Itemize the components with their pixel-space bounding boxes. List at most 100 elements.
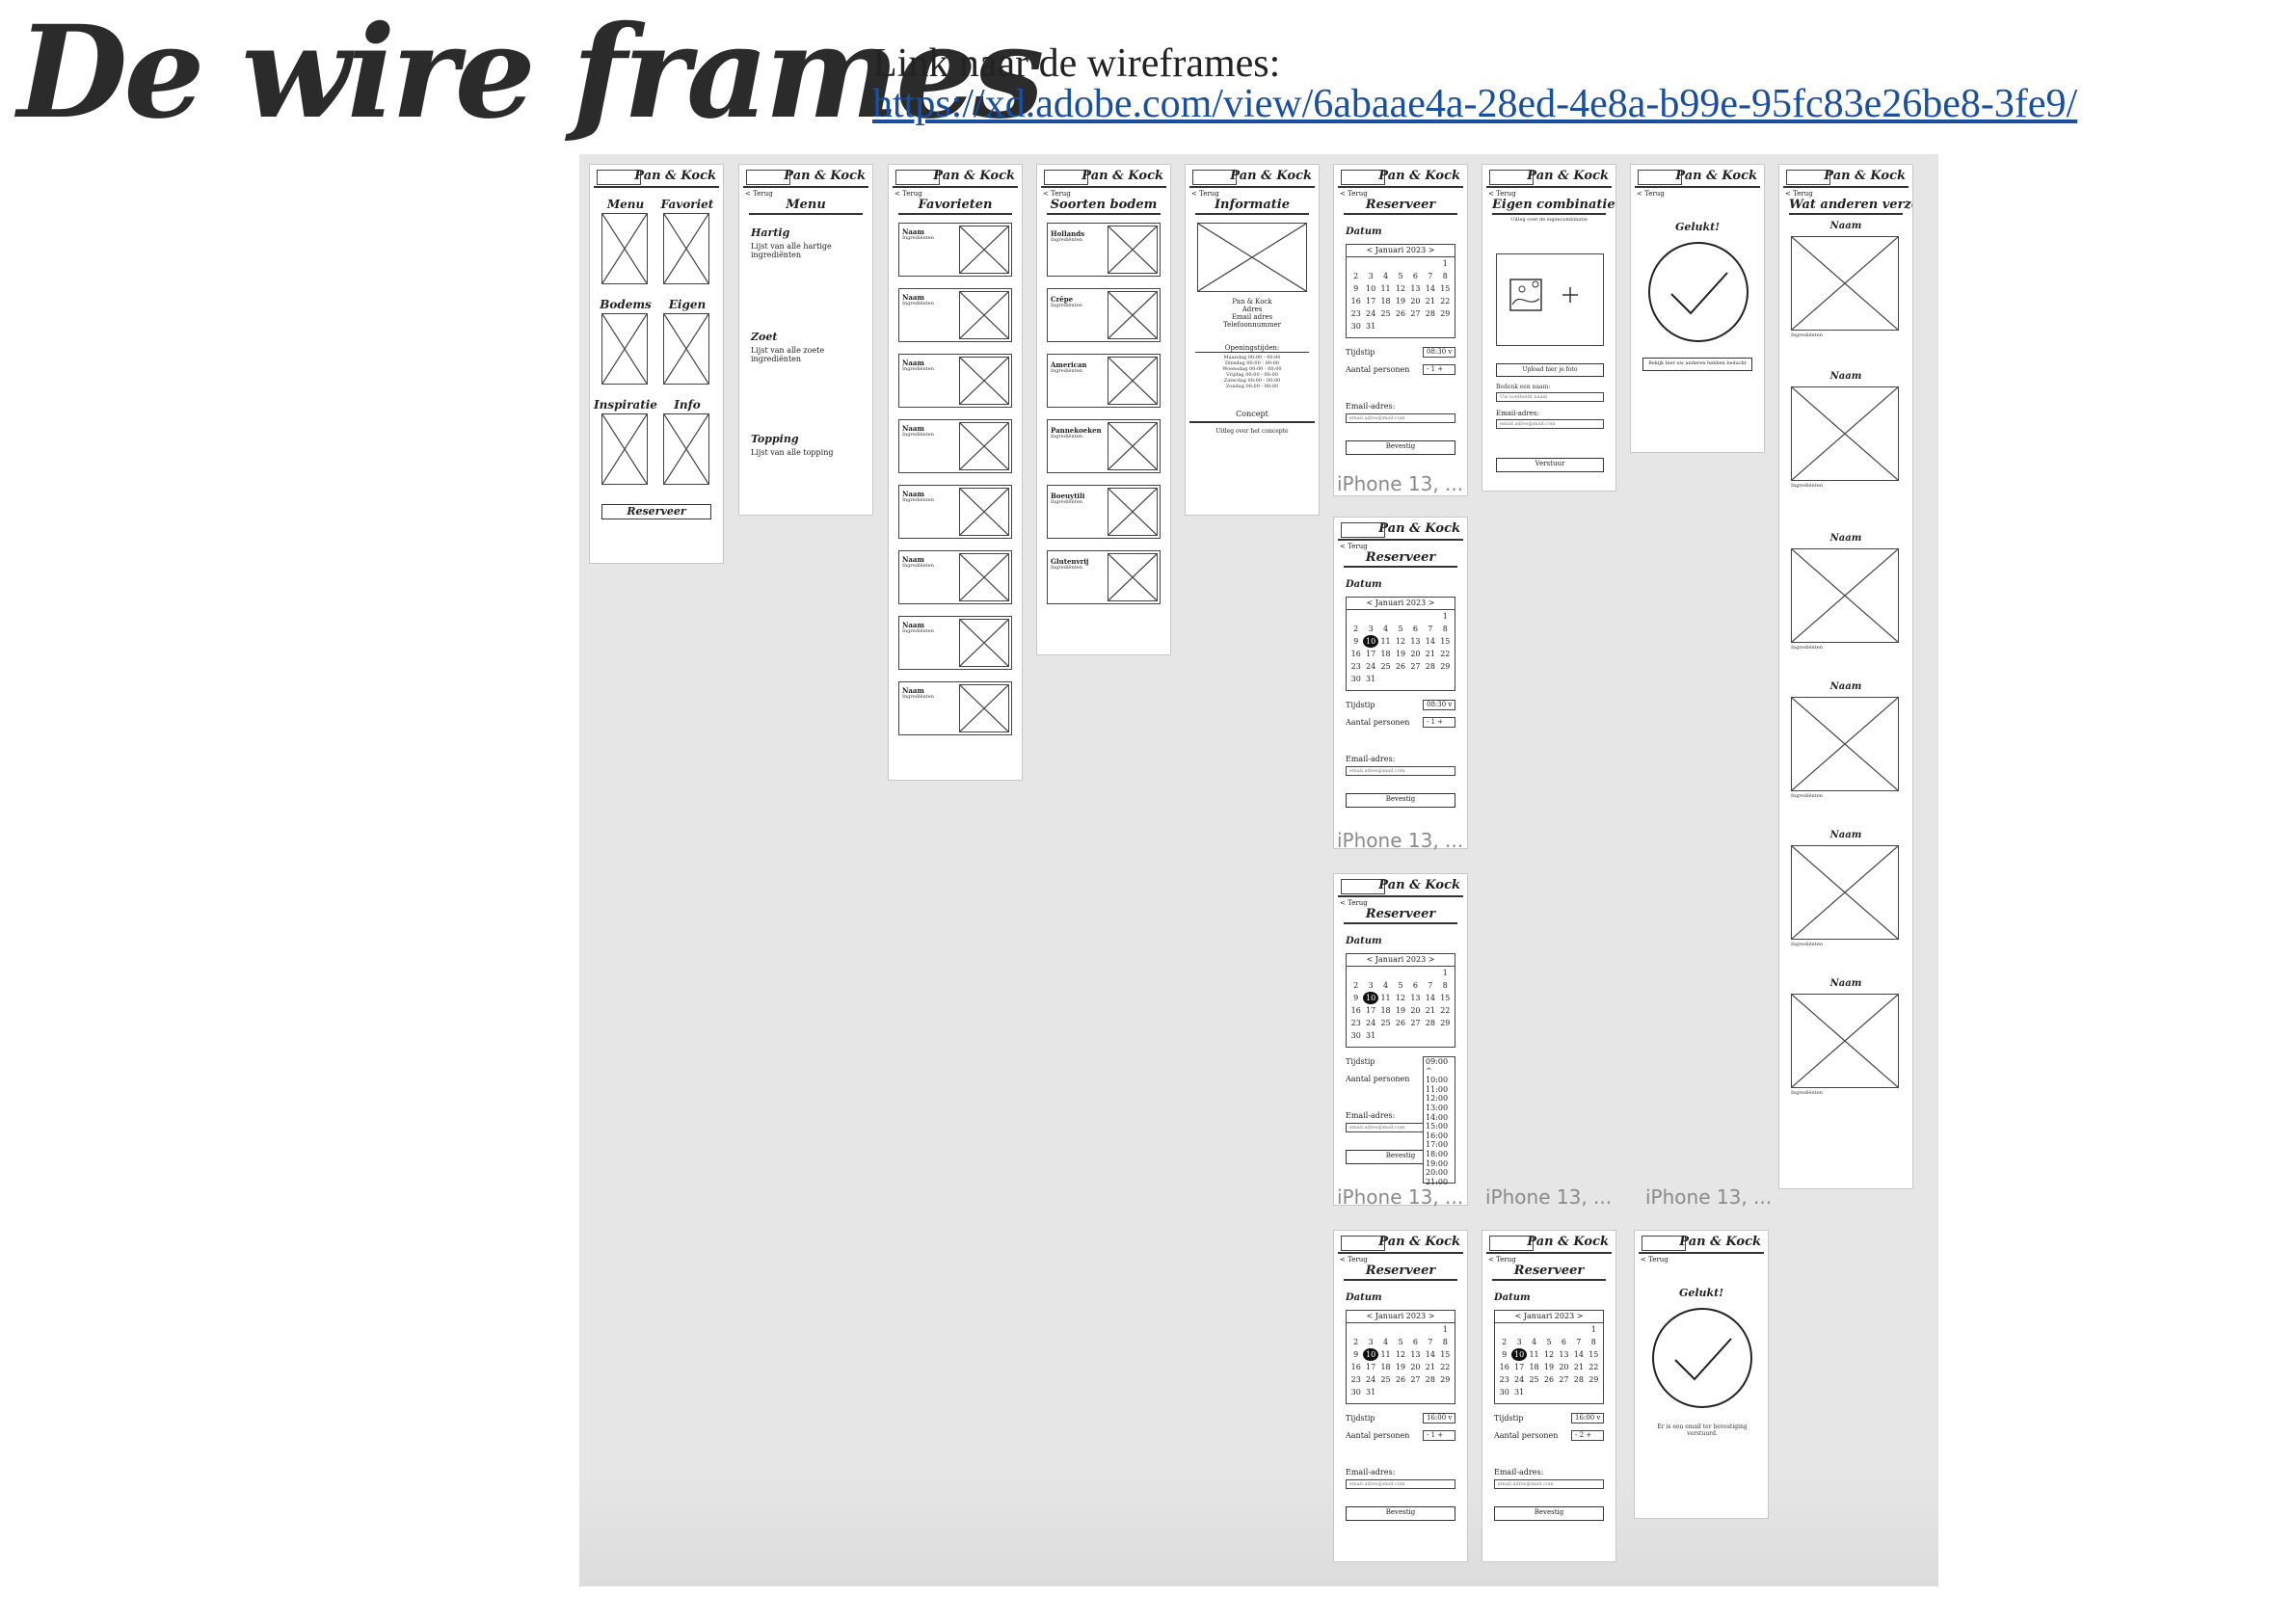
calendar-day[interactable]: 10 [1511,1348,1527,1361]
calendar-day[interactable]: 20 [1410,1006,1421,1015]
calendar-day[interactable]: 12 [1395,994,1406,1002]
time-option[interactable]: 19:00 [1426,1158,1449,1168]
calendar-day[interactable]: 11 [1380,637,1391,646]
back-link[interactable]: < Terug [1488,1256,1516,1264]
time-option[interactable]: 12:00 [1426,1094,1449,1104]
calendar-day[interactable]: 30 [1499,1388,1509,1397]
calendar-day[interactable]: 15 [1440,994,1451,1002]
calendar-day[interactable]: 24 [1366,309,1376,318]
time-option[interactable]: 20:00 [1426,1168,1449,1178]
calendar-day[interactable]: 9 [1502,1350,1508,1359]
calendar-day[interactable]: 2 [1353,981,1359,990]
calendar-day[interactable]: 5 [1398,272,1403,280]
calendar-day[interactable]: 28 [1573,1375,1584,1384]
calendar-day[interactable]: 31 [1514,1388,1525,1397]
calendar-day[interactable]: 18 [1380,297,1391,306]
calendar-day[interactable]: 6 [1412,981,1418,990]
calendar-day[interactable]: 3 [1368,981,1374,990]
logo-placeholder[interactable] [1489,1236,1534,1251]
calendar-day[interactable]: 17 [1366,297,1376,306]
calendar-day[interactable]: 31 [1366,1388,1376,1397]
email-field[interactable]: email.adres@mail.com [1346,1479,1455,1489]
time-option[interactable]: 16:00 [1426,1131,1449,1140]
calendar-day[interactable]: 26 [1395,309,1406,318]
calendar-month-nav[interactable]: < Januari 2023 > [1347,598,1455,610]
calendar-day[interactable]: 2 [1353,625,1359,633]
calendar-day[interactable]: 16 [1350,1363,1361,1371]
calendar-day[interactable]: 13 [1410,284,1421,293]
calendar-day[interactable]: 31 [1366,1031,1376,1040]
calendar-day[interactable]: 16 [1350,650,1361,658]
calendar-day[interactable]: 30 [1350,675,1361,683]
calendar-day[interactable]: 28 [1425,662,1435,671]
calendar-day[interactable]: 30 [1350,1388,1361,1397]
calendar-day[interactable]: 17 [1514,1363,1525,1371]
calendar-day[interactable]: 28 [1425,1019,1435,1027]
logo-placeholder[interactable] [1341,879,1385,894]
name-field[interactable]: Uw zoetheidt naam [1496,392,1604,402]
calendar-day[interactable]: 10 [1363,1348,1378,1361]
calendar-day[interactable]: 11 [1380,1350,1391,1359]
persons-stepper[interactable]: - 1 + [1423,364,1455,375]
calendar-day[interactable]: 29 [1440,662,1451,671]
calendar-day[interactable]: 2 [1353,272,1359,280]
calendar-day[interactable]: 15 [1440,1350,1451,1359]
email-field[interactable]: email.adres@mail.com [1494,1479,1604,1489]
calendar-day[interactable]: 19 [1395,650,1406,658]
calendar-day[interactable]: 23 [1499,1375,1509,1384]
persons-stepper[interactable]: - 1 + [1423,717,1455,728]
calendar-day[interactable]: 9 [1353,994,1359,1002]
calendar-day[interactable]: 9 [1353,284,1359,293]
back-link[interactable]: < Terug [1637,190,1665,198]
logo-placeholder[interactable] [1786,170,1830,185]
calendar-day[interactable]: 4 [1532,1338,1537,1346]
logo-placeholder[interactable] [895,170,940,185]
calendar-day[interactable]: 8 [1442,272,1448,280]
calendar-day[interactable]: 24 [1366,1375,1376,1384]
calendar-day[interactable]: 18 [1380,1006,1391,1015]
calendar-day[interactable]: 22 [1440,1363,1451,1371]
calendar-day[interactable]: 30 [1350,1031,1361,1040]
calendar-day[interactable]: 27 [1559,1375,1569,1384]
calendar-day[interactable]: 24 [1366,1019,1376,1027]
time-option[interactable]: 14:00 [1426,1112,1449,1122]
wireframes-link[interactable]: https://xd.adobe.com/view/6abaae4a-28ed-… [872,82,2078,126]
calendar-day[interactable]: 14 [1425,1350,1435,1359]
calendar-day[interactable]: 1 [1442,969,1448,977]
calendar-day[interactable]: 23 [1350,662,1361,671]
calendar-day[interactable]: 3 [1368,272,1374,280]
calendar-day[interactable]: 9 [1353,637,1359,646]
calendar-day[interactable]: 10 [1366,284,1376,293]
calendar-day[interactable]: 18 [1529,1363,1539,1371]
calendar-day[interactable]: 27 [1410,1375,1421,1384]
calendar-day[interactable]: 12 [1395,637,1406,646]
calendar-day[interactable]: 22 [1440,1006,1451,1015]
logo-placeholder[interactable] [1341,522,1385,538]
calendar-day[interactable]: 4 [1383,1338,1389,1346]
calendar-day[interactable]: 20 [1410,297,1421,306]
calendar-day[interactable]: 31 [1366,675,1376,683]
calendar-day[interactable]: 30 [1350,322,1361,331]
persons-stepper[interactable]: - 1 + [1423,1430,1455,1441]
calendar-day[interactable]: 3 [1368,1338,1374,1346]
logo-placeholder[interactable] [1341,1236,1385,1251]
calendar-day[interactable]: 27 [1410,662,1421,671]
calendar-day[interactable]: 11 [1380,284,1391,293]
calendar-day[interactable]: 15 [1440,637,1451,646]
calendar-day[interactable]: 1 [1442,259,1448,268]
calendar-day[interactable]: 26 [1395,662,1406,671]
confirm-button[interactable]: Bevestig [1494,1506,1604,1521]
back-link[interactable]: < Terug [1340,899,1368,907]
calendar-day[interactable]: 16 [1499,1363,1509,1371]
calendar-day[interactable]: 8 [1590,1338,1596,1346]
calendar-day[interactable]: 20 [1559,1363,1569,1371]
calendar-day[interactable]: 15 [1440,284,1451,293]
